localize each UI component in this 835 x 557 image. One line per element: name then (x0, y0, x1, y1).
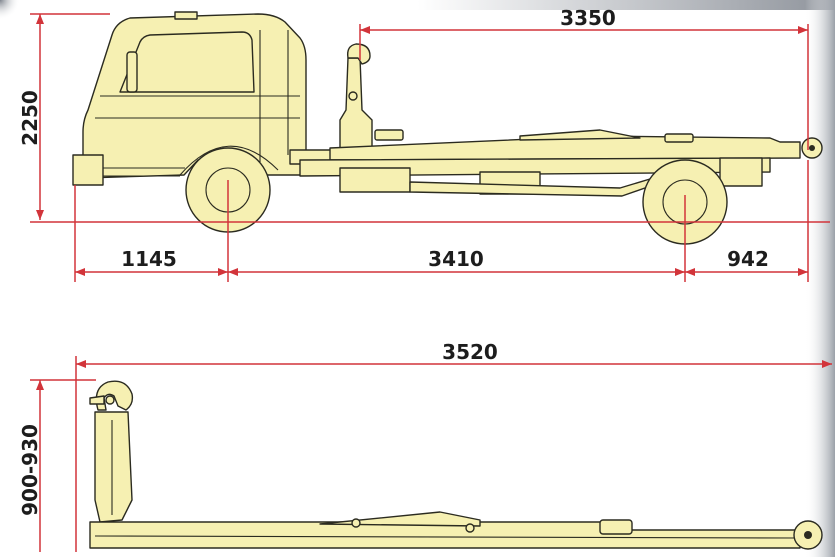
chassis-tank (339, 167, 411, 193)
hook-body-dimensions: 3520 900-930 (18, 340, 832, 552)
body-bracket-front (374, 129, 404, 141)
body-length-label: 3350 (560, 6, 616, 30)
side-view-dimensions: 2250 3350 1145 3410 942 (18, 6, 830, 282)
hook-head (95, 380, 134, 411)
wheelbase-label: 3410 (428, 247, 484, 271)
hook-upright (94, 411, 133, 523)
hook-height-label: 900-930 (18, 424, 42, 516)
rear-light-bracket (719, 157, 763, 187)
frame-bracket (599, 519, 633, 535)
rear-overhang-label: 942 (727, 247, 769, 271)
hook-length-label: 3520 (442, 340, 498, 364)
chassis-frame (299, 157, 771, 177)
side-mirror (126, 51, 138, 93)
front-overhang-label: 1145 (121, 247, 177, 271)
right-shadow (805, 0, 835, 557)
roof-marker-light (174, 11, 198, 20)
cab-window (119, 31, 255, 93)
body-ramp (519, 129, 641, 141)
body-bracket (664, 133, 694, 143)
hook-body-view (89, 380, 823, 550)
height-label: 2250 (18, 90, 42, 146)
top-shadow (0, 0, 835, 10)
front-bumper (72, 154, 104, 186)
hook-tip (346, 43, 371, 65)
corner-shadow (0, 0, 20, 20)
